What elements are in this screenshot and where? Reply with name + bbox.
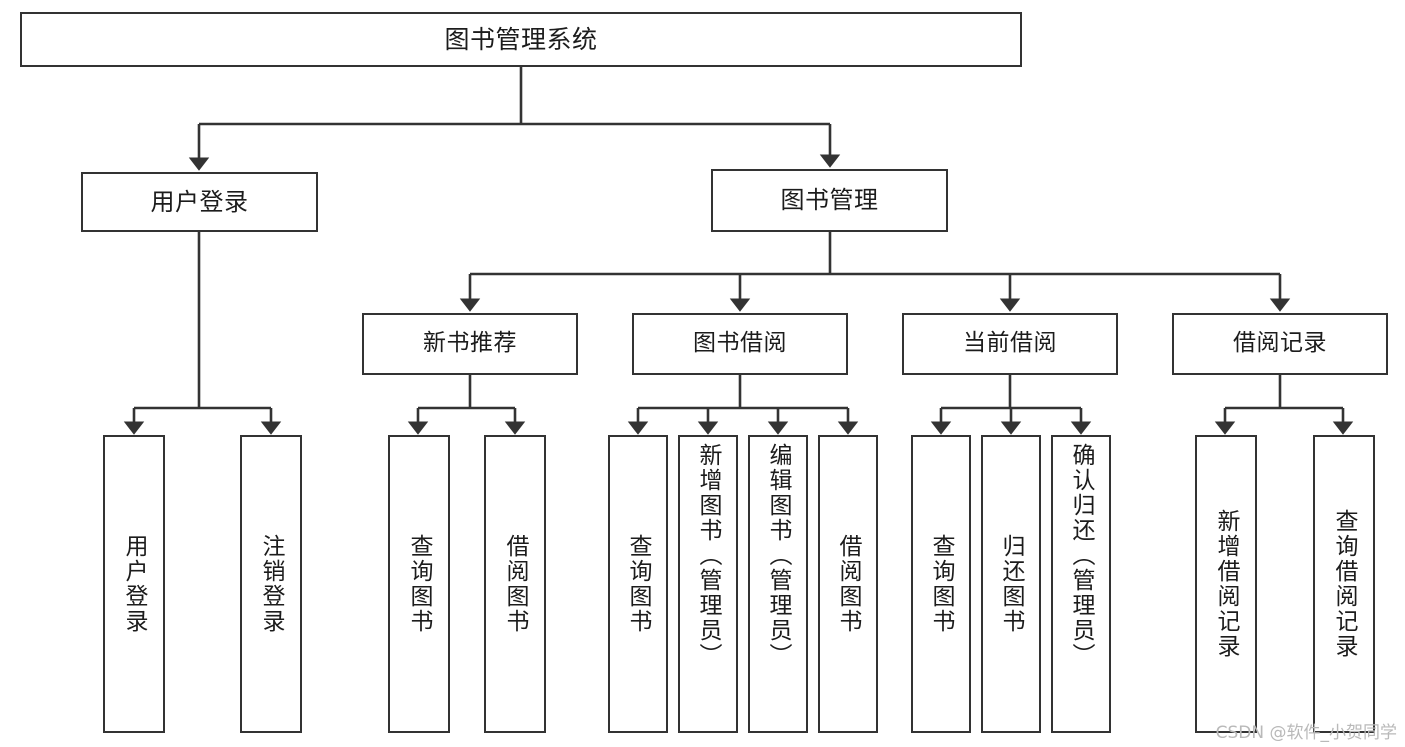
leaf-borrow-book-recommend[interactable]: 借阅图书 — [484, 435, 546, 733]
leaf-confirm-return-admin[interactable]: 确认归还（管理员） — [1051, 435, 1111, 733]
node-book-management[interactable]: 图书管理 — [711, 169, 948, 232]
leaf-borrow-book[interactable]: 借阅图书 — [818, 435, 878, 733]
node-label: 新书推荐 — [423, 330, 517, 357]
node-label: 借阅图书 — [502, 534, 529, 634]
node-label: 编辑图书（管理员） — [765, 443, 792, 668]
leaf-user-logout[interactable]: 注销登录 — [240, 435, 302, 733]
node-current-borrow[interactable]: 当前借阅 — [902, 313, 1118, 375]
node-label: 新增借阅记录 — [1213, 509, 1240, 659]
node-label: 图书管理系统 — [444, 24, 598, 54]
node-book-borrow[interactable]: 图书借阅 — [632, 313, 848, 375]
node-label: 查询借阅记录 — [1331, 509, 1358, 659]
leaf-edit-book-admin[interactable]: 编辑图书（管理员） — [748, 435, 808, 733]
leaf-return-book[interactable]: 归还图书 — [981, 435, 1041, 733]
leaf-query-borrow-record[interactable]: 查询借阅记录 — [1313, 435, 1375, 733]
node-label: 借阅记录 — [1233, 330, 1327, 357]
node-borrow-record[interactable]: 借阅记录 — [1172, 313, 1388, 375]
node-label: 查询图书 — [625, 534, 652, 634]
node-new-book-recommend[interactable]: 新书推荐 — [362, 313, 578, 375]
node-label: 用户登录 — [150, 187, 249, 216]
node-label: 归还图书 — [998, 534, 1025, 634]
node-label: 当前借阅 — [963, 330, 1057, 357]
node-root-book-management-system[interactable]: 图书管理系统 — [20, 12, 1022, 67]
node-label: 新增图书（管理员） — [695, 443, 722, 668]
node-label: 图书管理 — [780, 186, 879, 215]
node-label: 确认归还（管理员） — [1068, 443, 1095, 668]
leaf-add-book-admin[interactable]: 新增图书（管理员） — [678, 435, 738, 733]
node-label: 借阅图书 — [835, 534, 862, 634]
node-label: 用户登录 — [121, 534, 148, 634]
node-label: 查询图书 — [928, 534, 955, 634]
node-label: 图书借阅 — [693, 330, 787, 357]
leaf-query-book-current[interactable]: 查询图书 — [911, 435, 971, 733]
leaf-query-book-borrow[interactable]: 查询图书 — [608, 435, 668, 733]
leaf-query-book-recommend[interactable]: 查询图书 — [388, 435, 450, 733]
leaf-user-login[interactable]: 用户登录 — [103, 435, 165, 733]
node-label: 注销登录 — [258, 534, 285, 634]
watermark-csdn: CSDN @软件_小贺同学 — [1215, 723, 1397, 743]
node-label: 查询图书 — [406, 534, 433, 634]
node-user-login[interactable]: 用户登录 — [81, 172, 318, 232]
leaf-add-borrow-record[interactable]: 新增借阅记录 — [1195, 435, 1257, 733]
